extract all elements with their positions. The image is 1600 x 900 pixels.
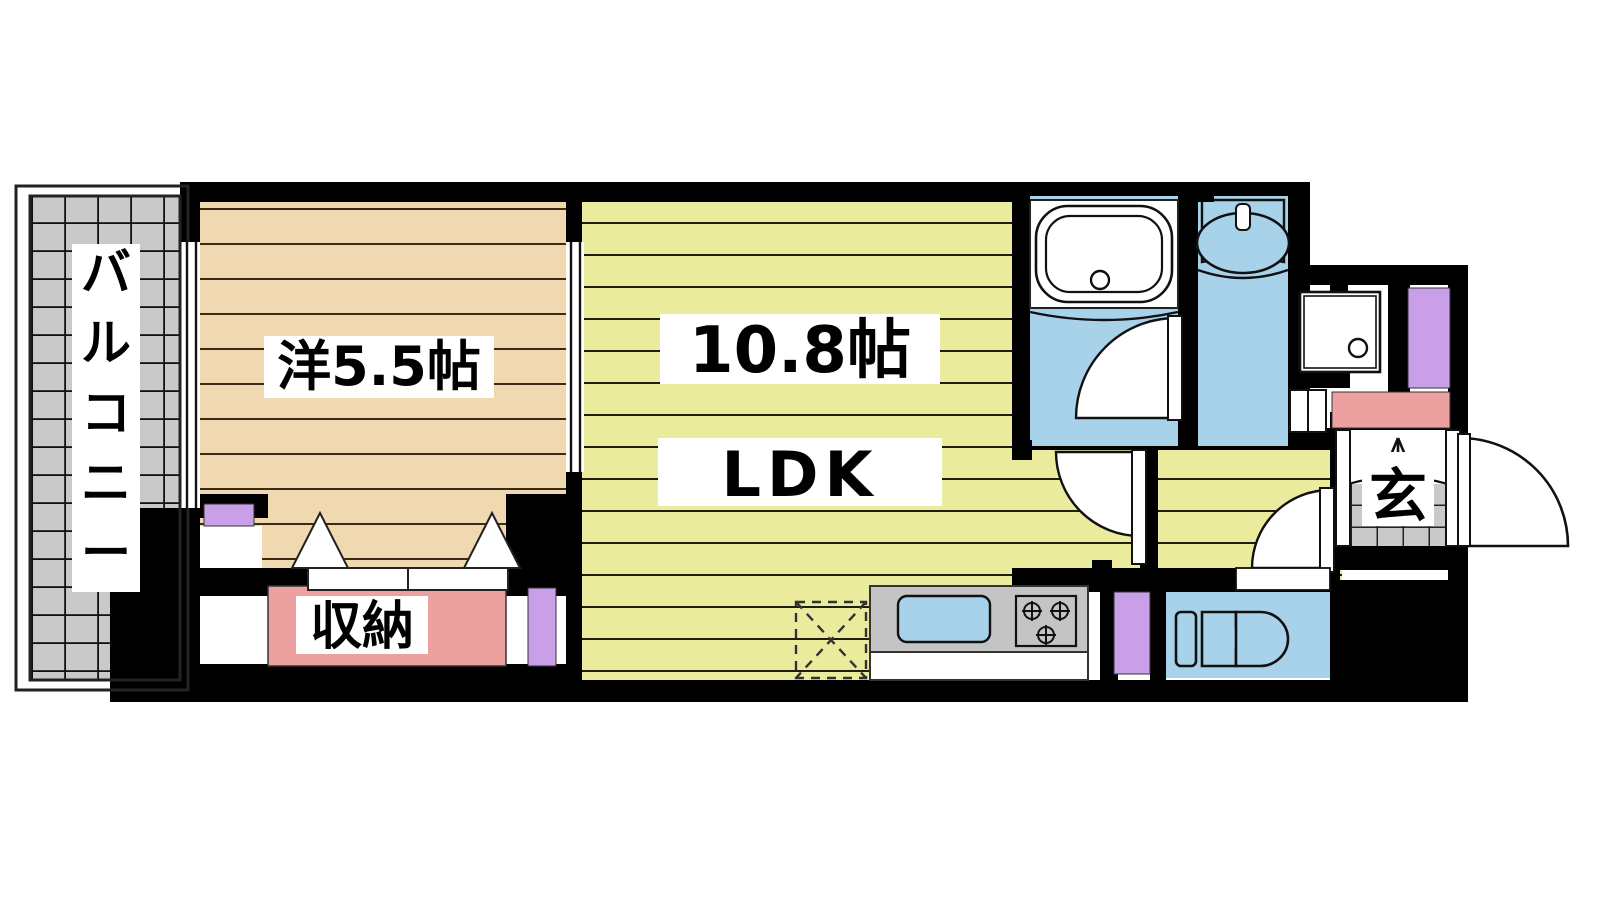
bathroom-door-panel[interactable]	[1167, 315, 1183, 421]
wall-trim	[1012, 182, 1214, 590]
western-room-label-text: 洋5.5帖	[277, 335, 481, 398]
bathroom-door-arc	[1074, 316, 1178, 420]
toilet-bowl	[1174, 610, 1290, 668]
shoe-box-pink	[1331, 391, 1451, 429]
balcony-char-2: ル	[81, 314, 131, 372]
cabinet-purple-washroom	[1407, 287, 1451, 389]
balcony-char-5: ー	[81, 524, 131, 582]
washbasin	[1195, 198, 1291, 280]
kitchen-front-panel	[869, 651, 1089, 681]
balcony-sliding-door[interactable]	[182, 242, 200, 508]
ldk-size-label: 10.8帖	[660, 314, 940, 388]
faucet-icon	[1235, 203, 1251, 231]
washing-machine-pan	[1298, 290, 1382, 374]
entrance[interactable]: 玄	[1335, 429, 1570, 548]
washroom[interactable]	[1195, 196, 1382, 446]
western-room-label: 洋5.5帖	[264, 335, 494, 398]
entrance-label-text: 玄	[1369, 462, 1427, 530]
washroom-door[interactable]	[1289, 389, 1327, 433]
stove-burners-icon	[1022, 601, 1070, 645]
entry-door[interactable]	[1457, 433, 1570, 548]
cabinet-purple-toilet	[1113, 591, 1151, 675]
closet-door-triangle-right	[462, 510, 522, 569]
cabinet-purple-closet-right	[527, 587, 557, 667]
hall-door-right[interactable]	[1250, 487, 1335, 573]
bedroom-ldk-sliding-door[interactable]	[566, 242, 584, 472]
balcony-label: バ ル コ ニ ー	[72, 244, 140, 592]
closet[interactable]: 収納	[267, 510, 522, 667]
ldk-name-text: LDK	[721, 438, 878, 511]
bathroom[interactable]	[1029, 196, 1183, 446]
balcony-char-3: コ	[81, 384, 131, 442]
cabinet-purple-bedroom	[203, 503, 255, 527]
toilet-room[interactable]	[1166, 567, 1331, 678]
hall-door-left[interactable]	[1054, 449, 1147, 565]
ldk-name-label: LDK	[658, 438, 942, 511]
bathtub-drain-icon	[1089, 269, 1111, 291]
ldk-size-text: 10.8帖	[689, 314, 911, 388]
kitchen-sink	[896, 594, 992, 644]
refrigerator-space	[794, 600, 868, 680]
kitchen[interactable]	[794, 585, 1089, 681]
cabinets-purple	[203, 287, 1451, 675]
balcony-char-1: バ	[81, 244, 131, 302]
closet-label-text: 収納	[310, 597, 414, 657]
balcony-char-4: ニ	[81, 454, 131, 512]
closet-door-triangle-left	[290, 510, 350, 569]
